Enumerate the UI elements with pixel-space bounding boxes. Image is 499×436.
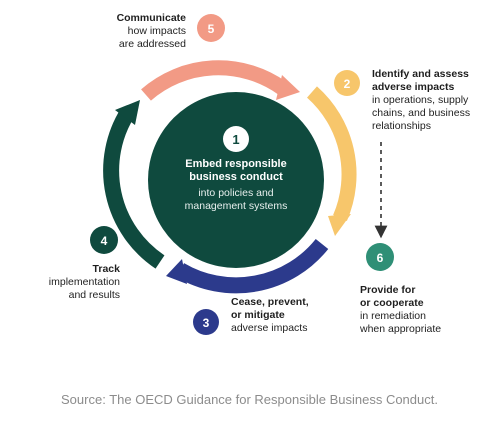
step4-line2: and results <box>68 289 120 301</box>
arc-cease <box>175 238 329 294</box>
center-sub-line1: into policies and <box>198 187 273 199</box>
step2-number: 2 <box>344 77 351 91</box>
arrowhead-track <box>115 100 140 125</box>
step4-title: Track <box>92 263 120 275</box>
step4-line1: implementation <box>48 276 120 288</box>
step2-line2: chains, and business <box>372 107 471 119</box>
center-sub-line2: management systems <box>185 200 288 212</box>
arrowhead-identify <box>328 214 351 236</box>
step5-number: 5 <box>208 22 215 36</box>
step4-circle <box>90 226 118 254</box>
step6-title: Provide for <box>360 284 416 296</box>
step3-title: Cease, prevent, <box>231 296 309 308</box>
step3-circle <box>193 309 219 335</box>
step5-label: Communicate how impacts are addressed <box>80 12 186 51</box>
step2-title: Identify and assess <box>372 68 469 80</box>
step5-circle <box>197 14 225 42</box>
step5-line2: are addressed <box>118 38 186 50</box>
arc-track <box>103 107 165 269</box>
step4-number: 4 <box>101 234 108 248</box>
step3-title2: or mitigate <box>231 309 285 321</box>
center-title-line2: business conduct <box>189 171 283 183</box>
step6-line1: in remediation <box>360 310 426 322</box>
arc-communicate <box>141 60 287 101</box>
center-title-line1: Embed responsible <box>185 158 286 170</box>
arrowhead-communicate <box>276 75 300 100</box>
center-number: 1 <box>232 132 239 147</box>
step6-circle <box>366 243 394 271</box>
step2-circle <box>334 70 360 96</box>
step3-label: Cease, prevent, or mitigate adverse impa… <box>231 296 351 335</box>
step2-line3: relationships <box>372 120 431 132</box>
step6-number: 6 <box>377 251 384 265</box>
step6-label: Provide for or cooperate in remediation … <box>360 284 480 336</box>
arrowhead-cease <box>166 259 187 284</box>
arc-identify <box>306 86 357 221</box>
center-number-circle <box>223 126 249 152</box>
step6-title2: or cooperate <box>360 297 424 309</box>
center-circle <box>148 92 324 268</box>
source-caption: Source: The OECD Guidance for Responsibl… <box>61 392 438 407</box>
step3-line1: adverse impacts <box>231 322 308 334</box>
step2-title2: adverse impacts <box>372 81 455 93</box>
step5-title: Communicate <box>116 12 186 24</box>
step3-number: 3 <box>203 316 210 330</box>
step4-label: Track implementation and results <box>20 263 120 302</box>
step6-line2: when appropriate <box>360 323 442 335</box>
step2-label: Identify and assess adverse impacts in o… <box>372 68 497 133</box>
step5-line1: how impacts <box>127 25 186 37</box>
step2-line1: in operations, supply <box>372 94 469 106</box>
